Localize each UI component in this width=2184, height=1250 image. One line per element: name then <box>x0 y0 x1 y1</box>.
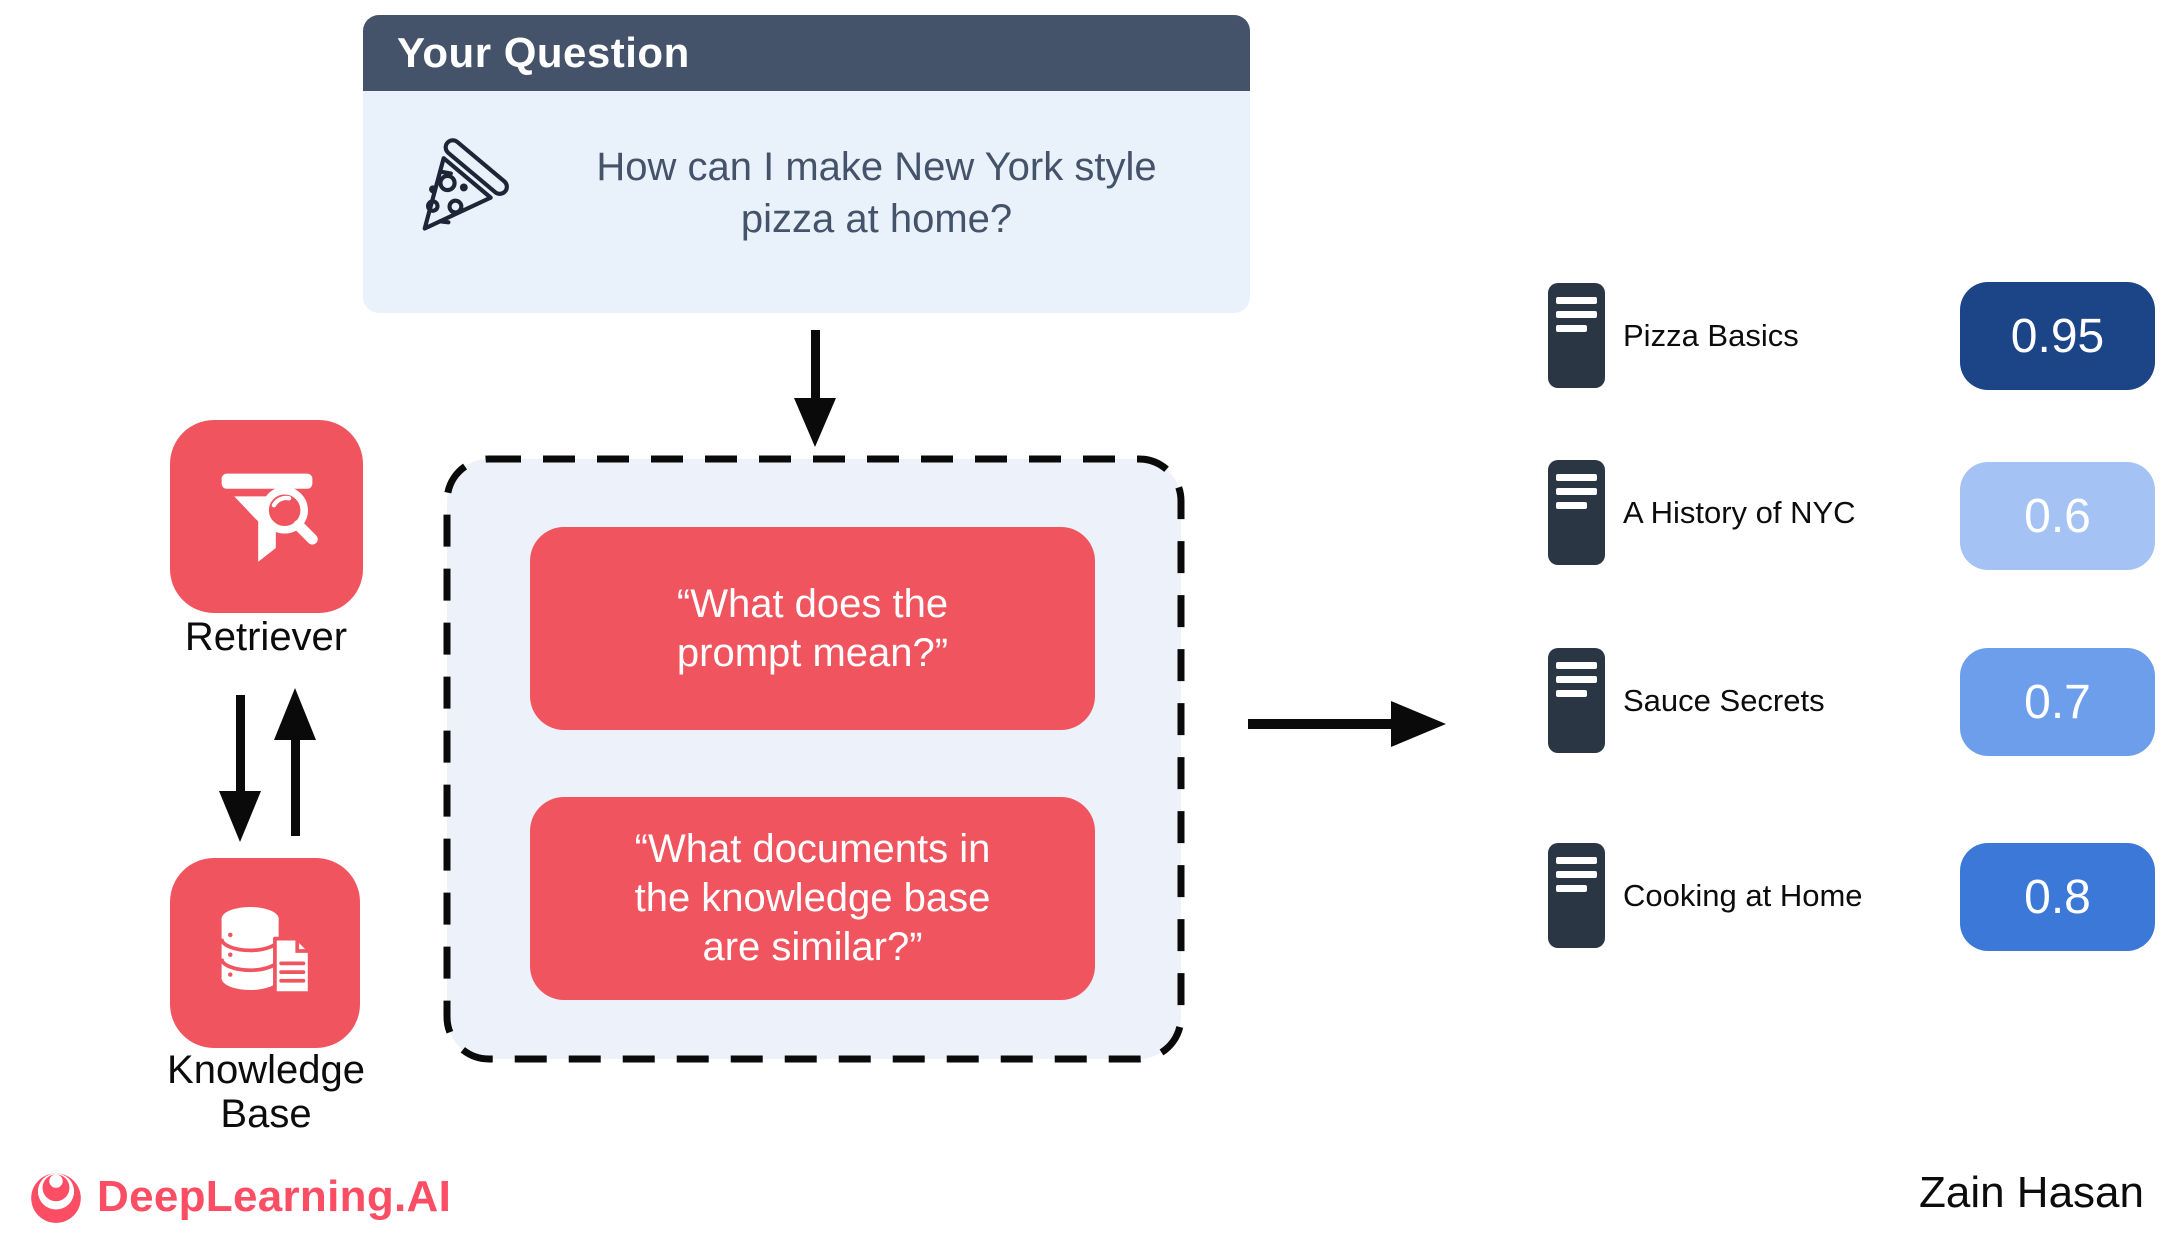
database-document-icon <box>203 889 327 1018</box>
arrow-kb-to-retriever <box>273 688 317 838</box>
deeplearning-ai-logo-text: DeepLearning.AI <box>97 1171 452 1221</box>
result-title: Cooking at Home <box>1623 877 1863 913</box>
similarity-score-badge: 0.8 <box>1960 843 2155 951</box>
document-icon <box>1548 283 1605 388</box>
knowledge-base-label-line1: Knowledge <box>167 1048 365 1092</box>
prompt-card-1: “What does the prompt mean?” <box>530 527 1095 730</box>
prompt2-line2: the knowledge base <box>634 876 991 921</box>
question-box-body: How can I make New York style pizza at h… <box>363 91 1250 313</box>
prompt-card-2: “What documents in the knowledge base ar… <box>530 797 1095 1000</box>
knowledge-base-label-line2: Base <box>220 1092 312 1136</box>
author-credit: Zain Hasan <box>1918 1168 2144 1217</box>
prompt1-line2: prompt mean?” <box>676 630 949 675</box>
funnel-search-icon <box>204 451 330 582</box>
prompt2-line3: are similar?” <box>702 924 923 969</box>
arrow-retrieval-to-results <box>1248 700 1448 748</box>
arrow-question-to-retrieval <box>793 330 837 448</box>
document-icon <box>1548 843 1605 948</box>
question-text: How can I make New York style pizza at h… <box>528 141 1225 245</box>
question-box-header: Your Question <box>363 15 1250 91</box>
similarity-score-badge: 0.7 <box>1960 648 2155 756</box>
similarity-score-badge: 0.6 <box>1960 462 2155 570</box>
prompt1-line1: “What does the <box>676 581 949 626</box>
question-box: Your Question <box>363 15 1250 313</box>
question-box-title: Your Question <box>397 29 690 76</box>
deeplearning-ai-logo: DeepLearning.AI <box>25 1163 451 1230</box>
pizza-slice-icon <box>393 137 511 260</box>
similarity-score-badge: 0.95 <box>1960 282 2155 390</box>
result-title: Sauce Secrets <box>1623 682 1825 718</box>
question-text-line2: pizza at home? <box>740 197 1013 241</box>
result-title: A History of NYC <box>1623 494 1856 530</box>
question-text-line1: How can I make New York style <box>596 145 1157 189</box>
prompt2-line1: “What documents in <box>634 827 991 872</box>
retriever-node <box>170 420 363 613</box>
knowledge-base-node <box>170 858 360 1048</box>
knowledge-base-label: Knowledge Base <box>96 1048 436 1136</box>
document-icon <box>1548 648 1605 753</box>
arrow-retriever-to-kb <box>218 695 262 845</box>
result-title: Pizza Basics <box>1623 317 1799 353</box>
retriever-label: Retriever <box>184 615 348 659</box>
document-icon <box>1548 460 1605 565</box>
deeplearning-ai-logo-icon <box>25 1163 87 1230</box>
